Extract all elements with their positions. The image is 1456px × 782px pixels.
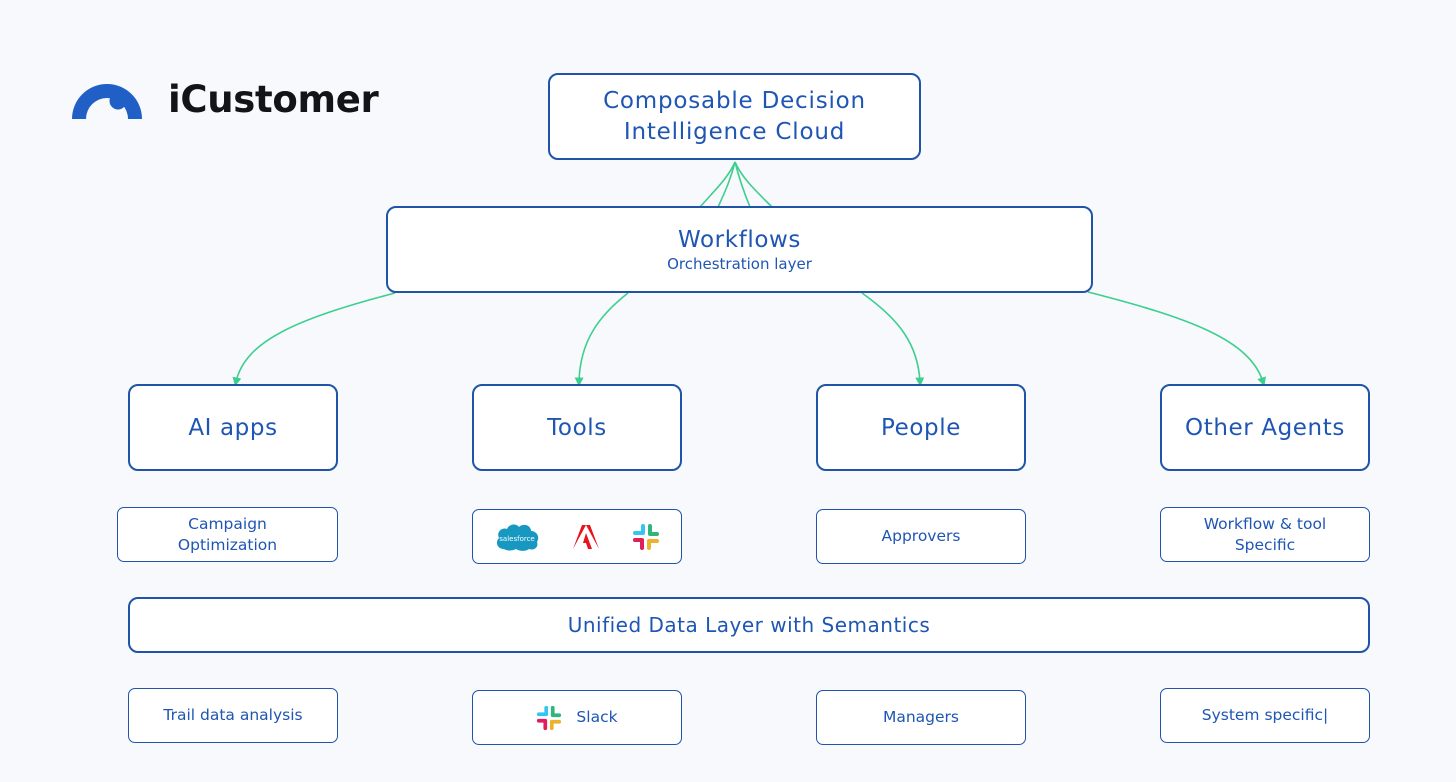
icustomer-logo-icon xyxy=(72,83,142,119)
salesforce-logo-icon: salesforce xyxy=(497,524,539,551)
arrow-to-tools xyxy=(574,292,629,387)
workflow-tool-line: Workflow & tool xyxy=(1203,514,1327,533)
approvers-box: Approvers xyxy=(816,509,1026,564)
slack-logo-icon xyxy=(632,523,659,550)
category-other-agents: Other Agents xyxy=(1160,384,1370,471)
arrow-to-ai-apps xyxy=(232,292,396,387)
optimization-line: Optimization xyxy=(177,535,278,554)
slack-logo-icon xyxy=(537,705,562,730)
slack-box: Slack xyxy=(472,690,682,745)
salesforce-wordmark: salesforce xyxy=(500,535,535,543)
arrow-to-people xyxy=(861,292,925,387)
workflows-title: Workflows xyxy=(677,226,801,253)
adobe-logo-icon xyxy=(572,524,599,549)
workflows-subtitle: Orchestration layer xyxy=(667,254,812,273)
workflows-to-cloud-lines xyxy=(699,161,773,208)
brand-logo: iCustomer xyxy=(68,78,379,121)
brand-name: iCustomer xyxy=(168,78,379,121)
campaign-optimization-box: Campaign Optimization xyxy=(117,507,338,562)
tools-logos-box: salesforce xyxy=(472,509,682,564)
managers-box: Managers xyxy=(816,690,1026,745)
category-people: People xyxy=(816,384,1026,471)
campaign-line: Campaign xyxy=(188,514,267,533)
composable-decision-intelligence-cloud-box: Composable Decision Intelligence Cloud xyxy=(548,73,921,160)
specific-line: Specific xyxy=(1234,535,1296,554)
arrow-to-other-agents xyxy=(1087,291,1266,387)
workflow-tool-specific-box: Workflow & tool Specific xyxy=(1160,507,1370,562)
slack-label: Slack xyxy=(576,708,618,726)
workflows-box: Workflows Orchestration layer xyxy=(386,206,1093,293)
system-specific-box: System specific| xyxy=(1160,688,1370,743)
unified-data-layer-box: Unified Data Layer with Semantics xyxy=(128,597,1370,653)
category-ai-apps: AI apps xyxy=(128,384,338,471)
trail-data-analysis-box: Trail data analysis xyxy=(128,688,338,743)
category-tools: Tools xyxy=(472,384,682,471)
cloud-title-line2: Intelligence Cloud xyxy=(623,118,846,145)
cloud-title-line1: Composable Decision xyxy=(603,87,866,114)
